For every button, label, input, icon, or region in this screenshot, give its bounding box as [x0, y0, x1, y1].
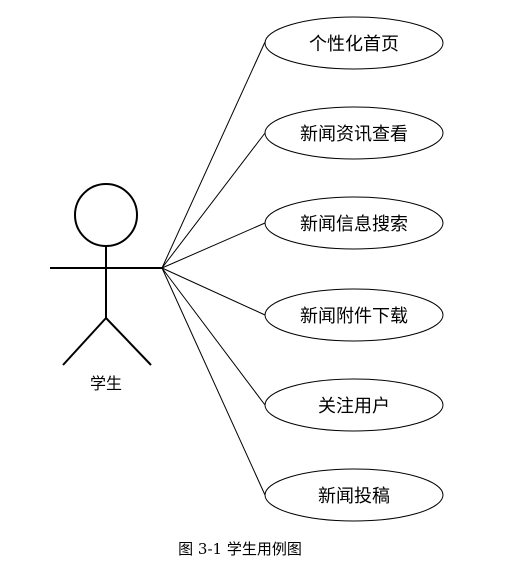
association-line-3 [161, 222, 266, 269]
association-line-1 [161, 41, 266, 269]
associations [161, 41, 266, 496]
use-case-label: 个性化首页 [309, 34, 399, 55]
use-case-news-submission: 新闻投稿 [264, 468, 444, 522]
use-case-ellipse [264, 378, 444, 432]
actor-label: 学生 [90, 374, 122, 393]
use-case-label: 新闻附件下载 [300, 306, 408, 327]
actor-left-leg [62, 317, 107, 366]
use-case-follow-user: 关注用户 [264, 378, 444, 432]
use-case-personalized-home: 个性化首页 [264, 16, 444, 70]
use-case-news-search: 新闻信息搜索 [264, 196, 444, 250]
actor-student: 学生 [50, 183, 162, 393]
figure-caption: 图 3-1 学生用例图 [178, 540, 302, 558]
use-case-ellipse [264, 288, 444, 342]
use-case-label: 新闻信息搜索 [300, 214, 408, 235]
association-line-2 [161, 132, 266, 269]
use-case-ellipse [264, 196, 444, 250]
use-case-label: 新闻投稿 [318, 486, 390, 507]
use-case-ellipse [264, 468, 444, 522]
use-case-label: 新闻资讯查看 [300, 124, 408, 145]
association-line-5 [161, 267, 266, 406]
actor-right-leg [105, 317, 152, 366]
use-case-ellipse [264, 16, 444, 70]
use-case-news-view: 新闻资讯查看 [264, 106, 444, 160]
use-case-attachment-download: 新闻附件下载 [264, 288, 444, 342]
use-case-label: 关注用户 [318, 396, 390, 417]
association-line-6 [161, 267, 266, 496]
actor-head [74, 183, 138, 247]
association-line-4 [161, 267, 266, 316]
use-case-ellipse [264, 106, 444, 160]
